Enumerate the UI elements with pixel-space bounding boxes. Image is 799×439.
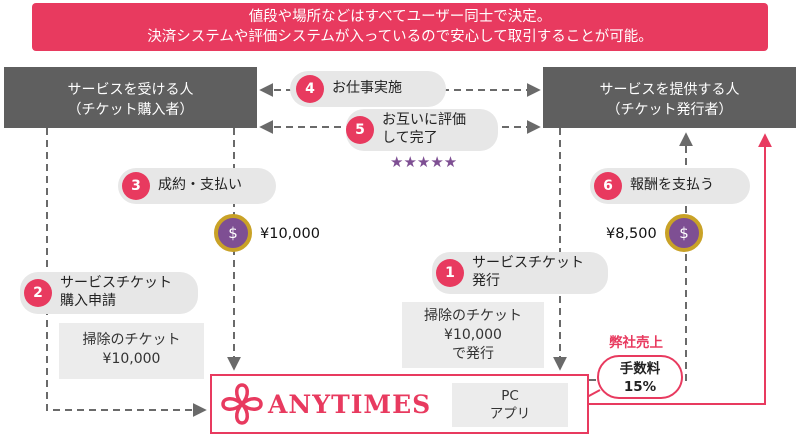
step-5-pill: 5 お互いに評価 して完了 (346, 109, 498, 151)
seller-payout-amount: ¥8,500 (606, 226, 657, 242)
app-line2: アプリ (489, 406, 531, 422)
fee-label: 手数料 (619, 361, 661, 377)
app-box: PC アプリ (452, 383, 568, 427)
banner-line2: 決済システムや評価システムが入っているので安心して取引することが可能。 (147, 29, 653, 45)
buyer-box: サービスを受ける人 （チケット購入者） (4, 67, 257, 128)
step-4-label: お仕事実施 (332, 80, 402, 96)
step-2-pill: 2 サービスチケット 購入申請 (20, 272, 198, 314)
step-5-label-line1: お互いに評価 (382, 112, 466, 128)
step-3-pill: 3 成約・支払い (118, 168, 276, 204)
step-4-pill: 4 お仕事実施 (290, 71, 446, 107)
step-2-label-line2: 購入申請 (60, 293, 116, 309)
info-banner: 値段や場所などはすべてユーザー同士で決定。 決済システムや評価システムが入ってい… (32, 3, 768, 51)
step-1-label-line1: サービスチケット (472, 255, 584, 271)
seller-subtitle: （チケット発行者） (606, 102, 733, 118)
buyer-payment-coin-icon: $ (214, 214, 252, 252)
buyer-ticket-box: 掃除のチケット ¥10,000 (59, 323, 204, 379)
step-1-label-line2: 発行 (472, 273, 500, 289)
app-line1: PC (501, 388, 519, 404)
step-5-badge: 5 (346, 116, 374, 144)
seller-ticket-title: 掃除のチケット (424, 308, 522, 324)
banner-line1: 値段や場所などはすべてユーザー同士で決定。 (248, 9, 552, 25)
seller-box: サービスを提供する人 （チケット発行者） (543, 67, 796, 128)
buyer-title: サービスを受ける人 (67, 82, 194, 98)
step-3-label: 成約・支払い (158, 177, 242, 193)
seller-title: サービスを提供する人 (599, 82, 740, 98)
buyer-ticket-title: 掃除のチケット (82, 332, 181, 348)
anytimes-logo-icon (221, 383, 263, 425)
arrow-revenue (589, 133, 772, 405)
step-6-pill: 6 報酬を支払う (590, 168, 750, 204)
seller-ticket-box: 掃除のチケット ¥10,000 で発行 (402, 302, 544, 368)
rating-stars: ★★★★★ (390, 153, 458, 171)
arrow-buyer-to-platform (46, 128, 207, 417)
step-2-label-line1: サービスチケット (60, 275, 172, 291)
step-2-badge: 2 (24, 279, 52, 307)
buyer-ticket-price: ¥10,000 (102, 351, 161, 367)
step-6-badge: 6 (594, 172, 622, 200)
step-5-label-line2: して完了 (382, 130, 438, 146)
buyer-payment-amount: ¥10,000 (260, 226, 320, 242)
step-4-badge: 4 (296, 75, 324, 103)
company-revenue-label: 弊社売上 (609, 335, 663, 351)
step-1-badge: 1 (436, 259, 464, 287)
seller-ticket-note: で発行 (452, 346, 494, 362)
arrow-payout (589, 132, 693, 381)
fee-rate: 15% (623, 379, 657, 395)
step-6-label: 報酬を支払う (630, 177, 714, 193)
fee-bubble: 手数料 15% (597, 355, 683, 399)
brand-name: ANYTIMES (268, 390, 432, 419)
step-3-badge: 3 (122, 172, 150, 200)
seller-payout-coin-icon: $ (665, 214, 703, 252)
buyer-subtitle: （チケット購入者） (67, 102, 194, 118)
step-1-pill: 1 サービスチケット 発行 (432, 252, 608, 294)
seller-ticket-price: ¥10,000 (444, 327, 502, 343)
